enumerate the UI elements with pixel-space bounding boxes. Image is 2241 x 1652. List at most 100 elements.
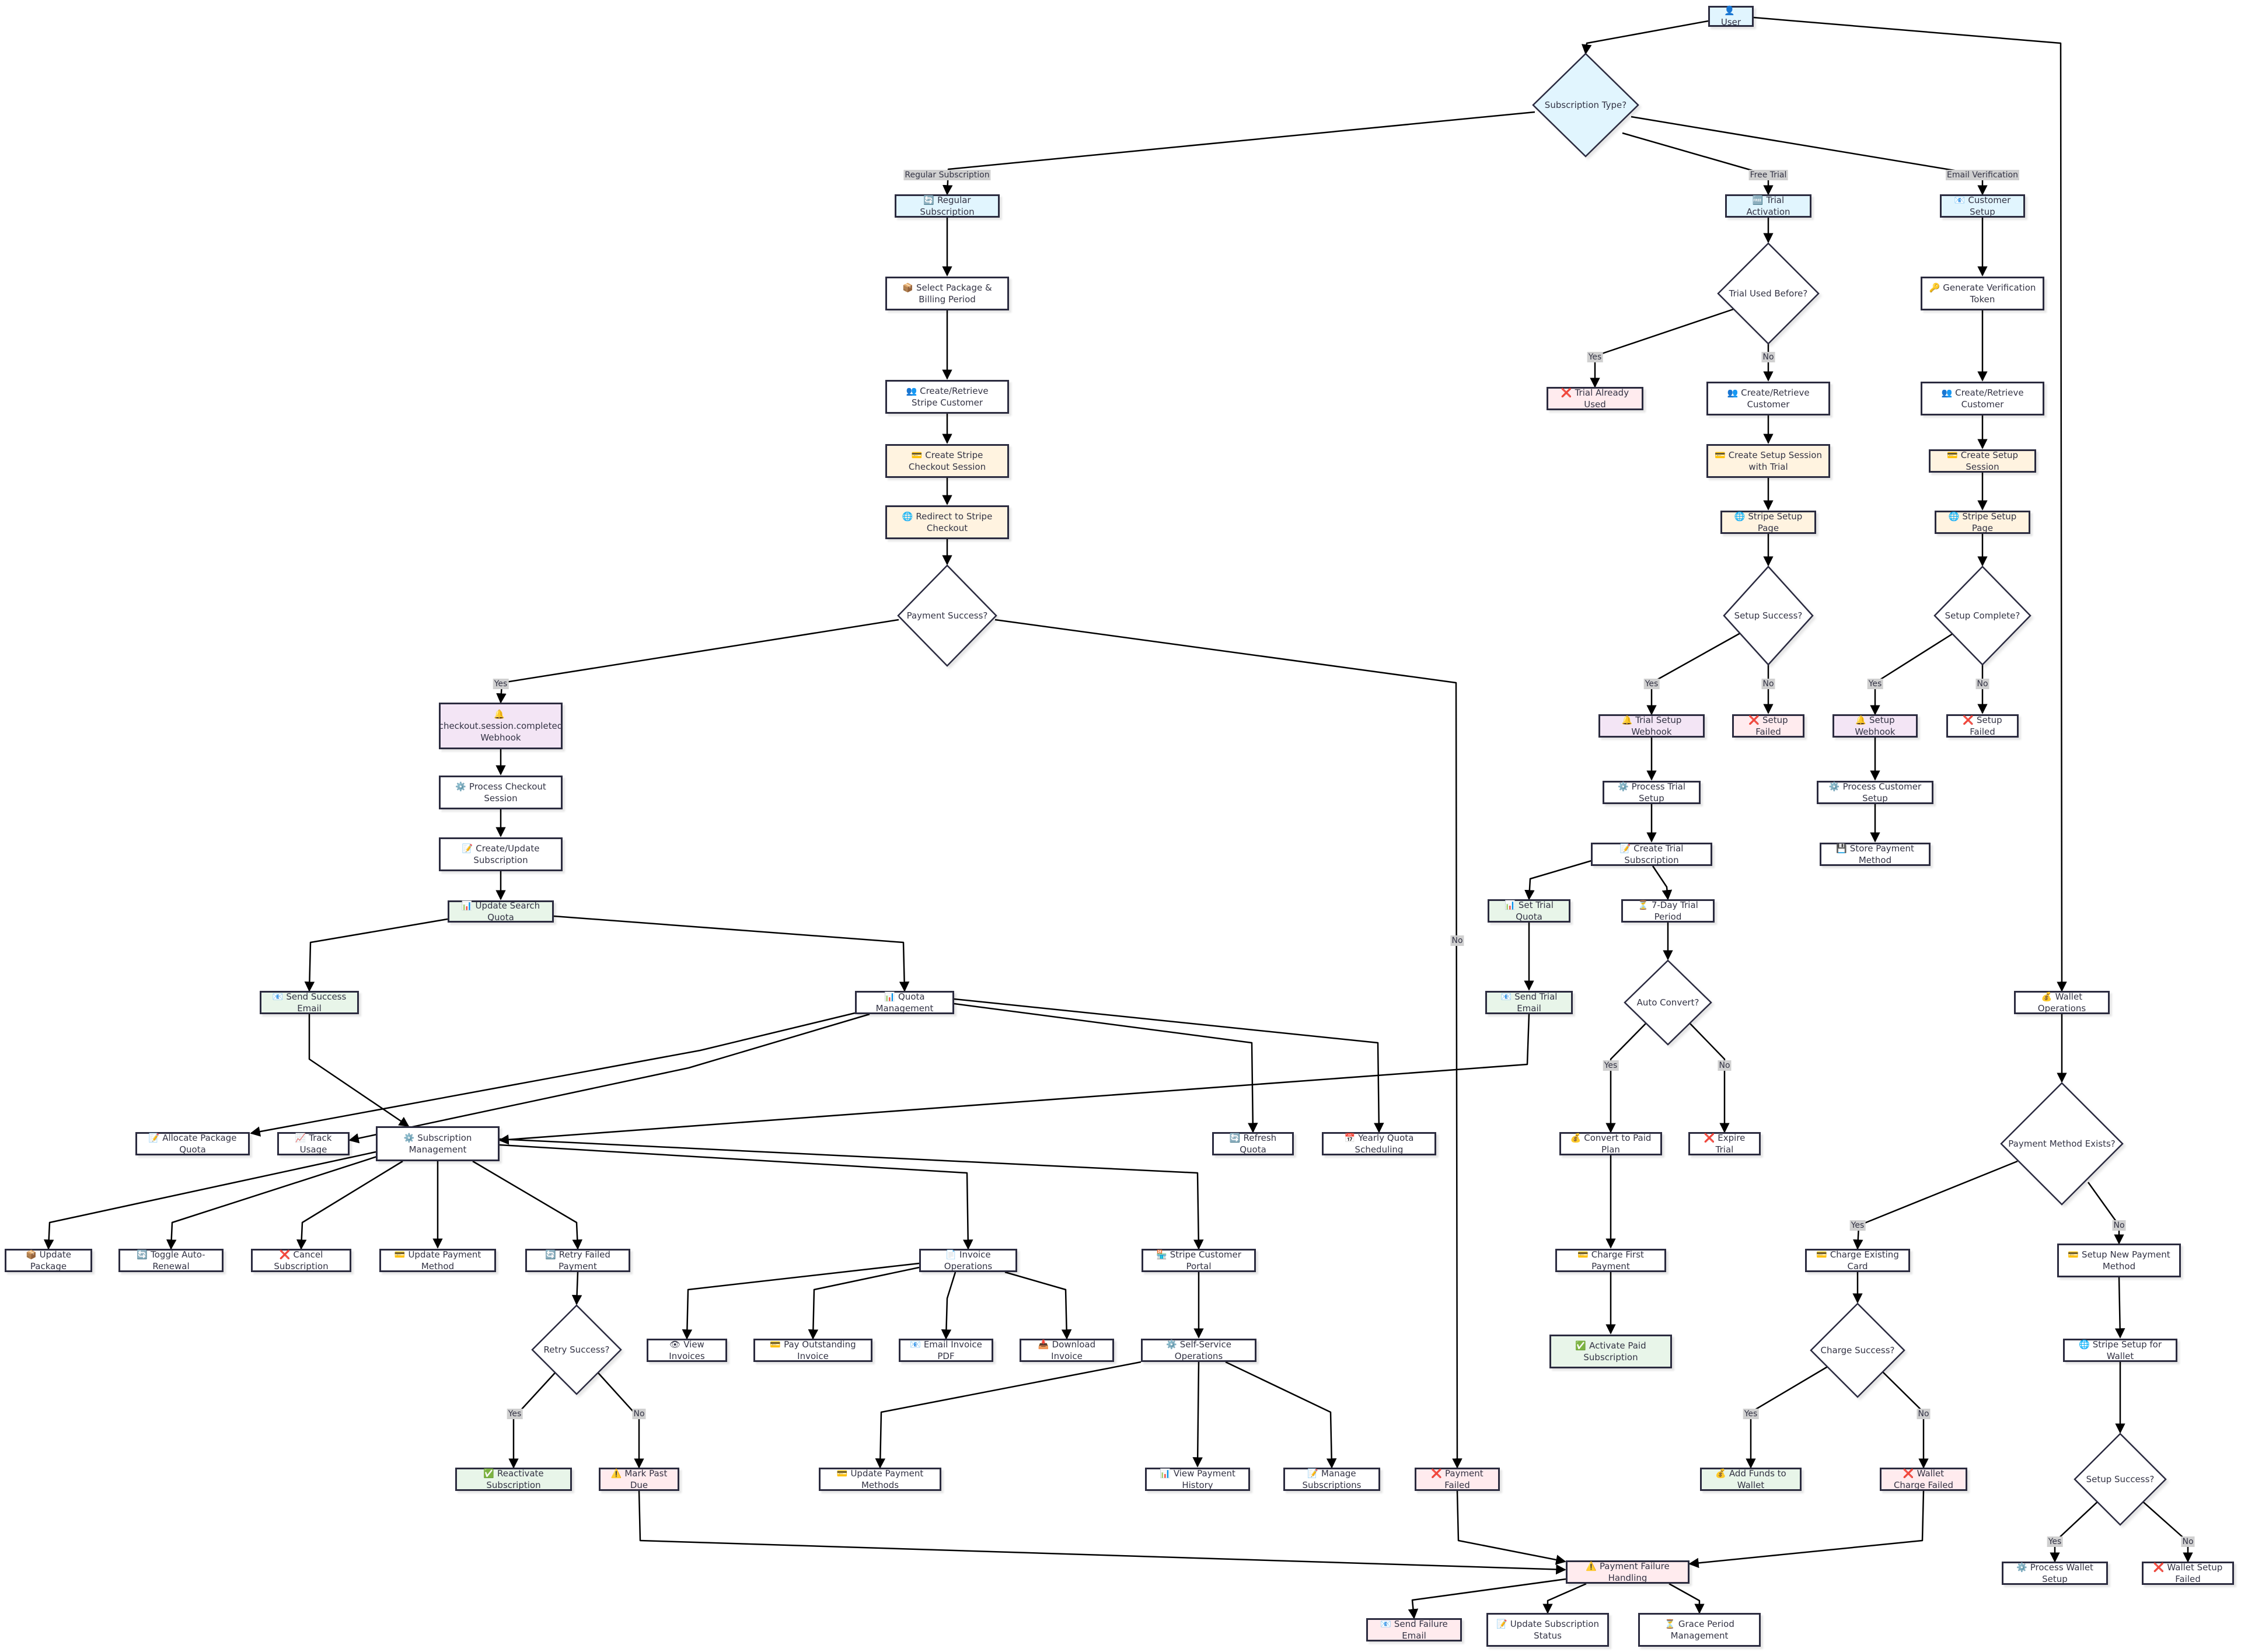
node-updpms[interactable]: 💳Update Payment Methods xyxy=(819,1468,941,1491)
node-emailinv[interactable]: 📧Email Invoice PDF xyxy=(899,1339,993,1362)
node-viewhistory[interactable]: 📊View Payment History xyxy=(1145,1468,1250,1491)
node-yearlyquota[interactable]: 📅Yearly Quota Scheduling xyxy=(1322,1132,1436,1155)
node-setuppage2[interactable]: 🌐Stripe Setup Page xyxy=(1935,511,2030,534)
node-viewinv[interactable]: 👁View Invoices xyxy=(647,1339,727,1362)
edge-label: Yes xyxy=(1867,679,1883,689)
node-updpm[interactable]: 💳Update Payment Method xyxy=(379,1249,496,1272)
node-expiretrial[interactable]: ❌Expire Trial xyxy=(1688,1132,1761,1155)
decision-setupcomplete[interactable] xyxy=(1933,565,2031,666)
decision-pmexists[interactable] xyxy=(2000,1082,2124,1206)
node-content: 💳Update Payment Methods xyxy=(825,1468,935,1491)
node-quotamgmt[interactable]: 📊Quota Management xyxy=(855,991,954,1014)
node-updquota[interactable]: 📊Update Search Quota xyxy=(448,900,554,923)
node-retryfailed[interactable]: 🔄Retry Failed Payment xyxy=(525,1249,630,1272)
node-user[interactable]: 👤User xyxy=(1708,5,1754,27)
edge-label: No xyxy=(1761,352,1775,362)
node-custsetup[interactable]: 📧Customer Setup xyxy=(1940,194,2025,218)
node-updpkg[interactable]: 📦Update Package xyxy=(5,1249,92,1272)
decision-chargesuccess[interactable] xyxy=(1810,1302,1905,1398)
node-redirect[interactable]: 🌐Redirect to Stripe Checkout xyxy=(885,505,1009,539)
warning-icon: ⚠️ xyxy=(1586,1561,1597,1571)
node-setupsesstrial[interactable]: 💳Create Setup Session with Trial xyxy=(1706,444,1830,478)
node-trial[interactable]: 🆓Trial Activation xyxy=(1725,194,1811,218)
edge-submgmt-to-retryfailed xyxy=(472,1160,583,1250)
node-paymentfailed[interactable]: ❌Payment Failed xyxy=(1415,1468,1500,1491)
node-portal[interactable]: 🏪Stripe Customer Portal xyxy=(1142,1249,1256,1272)
node-emailcust[interactable]: 👥Create/Retrieve Customer xyxy=(1921,382,2044,415)
node-label: Stripe Setup Page xyxy=(1962,511,2017,533)
node-stripewallet[interactable]: 🌐Stripe Setup for Wallet xyxy=(2063,1339,2177,1362)
calendar-icon: 📅 xyxy=(1344,1133,1356,1143)
edge-invoiceops-to-emailinv xyxy=(941,1272,957,1340)
node-addfunds[interactable]: 💰Add Funds to Wallet xyxy=(1700,1468,1802,1491)
decision-subtype[interactable] xyxy=(1532,53,1639,158)
node-sendsuccess[interactable]: 📧Send Success Email xyxy=(260,991,359,1014)
node-label: Send Trial Email xyxy=(1514,991,1558,1014)
email-icon: 📧 xyxy=(910,1339,921,1350)
node-walletchargefail[interactable]: ❌Wallet Charge Failed xyxy=(1880,1468,1967,1491)
node-createcust[interactable]: 👥Create/Retrieve Stripe Customer xyxy=(885,380,1009,414)
node-walletsetupfail[interactable]: ❌Wallet Setup Failed xyxy=(2142,1562,2234,1585)
node-managesubs[interactable]: 📝Manage Subscriptions xyxy=(1283,1468,1380,1491)
node-activatepaid[interactable]: ✅Activate Paid Subscription xyxy=(1549,1335,1672,1368)
node-selfservice[interactable]: ⚙️Self-Service Operations xyxy=(1141,1339,1256,1362)
node-setuppage1[interactable]: 🌐Stripe Setup Page xyxy=(1720,511,1816,534)
node-cswebhook[interactable]: 🔔checkout.session.completed Webhook xyxy=(439,703,563,749)
decision-setupsuccess1[interactable] xyxy=(1723,565,1814,666)
node-processwallet[interactable]: ⚙️Process Wallet Setup xyxy=(2002,1562,2108,1585)
node-selectpkg[interactable]: 📦Select Package & Billing Period xyxy=(885,277,1009,310)
node-submgmt[interactable]: ⚙️Subscription Management xyxy=(376,1126,500,1161)
node-setupsess[interactable]: 💳Create Setup Session xyxy=(1929,449,2036,473)
node-setupfailed1[interactable]: ❌Setup Failed xyxy=(1732,714,1804,738)
node-payfailhandling[interactable]: ⚠️Payment Failure Handling xyxy=(1566,1560,1690,1584)
node-trialalready[interactable]: ❌Trial Already Used xyxy=(1547,387,1643,410)
node-trialperiod[interactable]: ⏳7-Day Trial Period xyxy=(1621,899,1715,923)
node-reactivate[interactable]: ✅Reactivate Subscription xyxy=(455,1468,572,1491)
node-convertpaid[interactable]: 💰Convert to Paid Plan xyxy=(1559,1132,1662,1155)
node-processcust[interactable]: ⚙️Process Customer Setup xyxy=(1817,781,1933,804)
node-content: ❌Expire Trial xyxy=(1695,1132,1754,1155)
decision-trialused[interactable] xyxy=(1717,242,1820,345)
decision-setupsuccess2[interactable] xyxy=(2074,1433,2167,1526)
node-markpastdue[interactable]: ⚠️Mark Past Due xyxy=(599,1468,679,1491)
node-trialcust[interactable]: 👥Create/Retrieve Customer xyxy=(1706,382,1830,415)
node-checkoutsess[interactable]: 💳Create Stripe Checkout Session xyxy=(885,444,1009,478)
node-chargefirst[interactable]: 💳Charge First Payment xyxy=(1555,1249,1666,1272)
node-graceperiod[interactable]: ⏳Grace Period Management xyxy=(1638,1613,1761,1647)
node-sendtrialemail[interactable]: 📧Send Trial Email xyxy=(1485,991,1573,1014)
node-setupnewpm[interactable]: 💳Setup New Payment Method xyxy=(2057,1244,2181,1277)
node-cancelsub[interactable]: ❌Cancel Subscription xyxy=(251,1249,351,1272)
node-setupfailed2[interactable]: ❌Setup Failed xyxy=(1946,714,2019,738)
node-walletops[interactable]: 💰Wallet Operations xyxy=(2014,991,2110,1014)
node-trackusage[interactable]: 📈Track Usage xyxy=(277,1132,350,1155)
node-processcheckout[interactable]: ⚙️Process Checkout Session xyxy=(439,776,563,809)
node-processtrial[interactable]: ⚙️Process Trial Setup xyxy=(1603,781,1701,804)
node-label: Activate Paid Subscription xyxy=(1583,1340,1646,1363)
node-invoiceops[interactable]: 📄Invoice Operations xyxy=(919,1249,1017,1272)
decision-retrysuccess[interactable] xyxy=(531,1304,622,1395)
node-toggleauto[interactable]: 🔄Toggle Auto-Renewal xyxy=(118,1249,224,1272)
node-gentoken[interactable]: 🔑Generate Verification Token xyxy=(1921,277,2044,310)
node-settrialquota[interactable]: 📊Set Trial Quota xyxy=(1488,899,1570,923)
node-updsubstatus[interactable]: 📝Update Subscription Status xyxy=(1486,1613,1609,1647)
check-icon: ✅ xyxy=(483,1468,495,1479)
refresh-icon: 🔄 xyxy=(545,1249,556,1260)
node-downloadinv[interactable]: 📥Download Invoice xyxy=(1020,1339,1114,1362)
node-chargeexisting[interactable]: 💳Charge Existing Card xyxy=(1805,1249,1910,1272)
node-sendfailemail[interactable]: 📧Send Failure Email xyxy=(1366,1618,1462,1641)
edge-subtype-to-trial xyxy=(1622,132,1774,195)
decision-paysuccess[interactable] xyxy=(897,564,997,667)
node-storepm[interactable]: 💾Store Payment Method xyxy=(1820,843,1931,866)
node-allocquota[interactable]: 📝Allocate Package Quota xyxy=(135,1132,250,1155)
node-label: Mark Past Due xyxy=(624,1468,668,1490)
node-regular[interactable]: 🔄Regular Subscription xyxy=(895,194,1000,218)
node-createupdsub[interactable]: 📝Create/Update Subscription xyxy=(439,837,563,871)
decision-autoconvert[interactable] xyxy=(1624,959,1712,1046)
node-payoutstanding[interactable]: 💳Pay Outstanding Invoice xyxy=(753,1339,872,1362)
node-refreshquota[interactable]: 🔄Refresh Quota xyxy=(1212,1132,1294,1155)
node-setupwebhook[interactable]: 🔔Setup Webhook xyxy=(1832,714,1918,738)
node-trialwebhook[interactable]: 🔔Trial Setup Webhook xyxy=(1598,714,1705,738)
node-label: Redirect to Stripe Checkout xyxy=(916,511,993,533)
edge-createtrialsub-to-trialperiod xyxy=(1652,865,1673,900)
node-createtrialsub[interactable]: 📝Create Trial Subscription xyxy=(1591,843,1712,866)
